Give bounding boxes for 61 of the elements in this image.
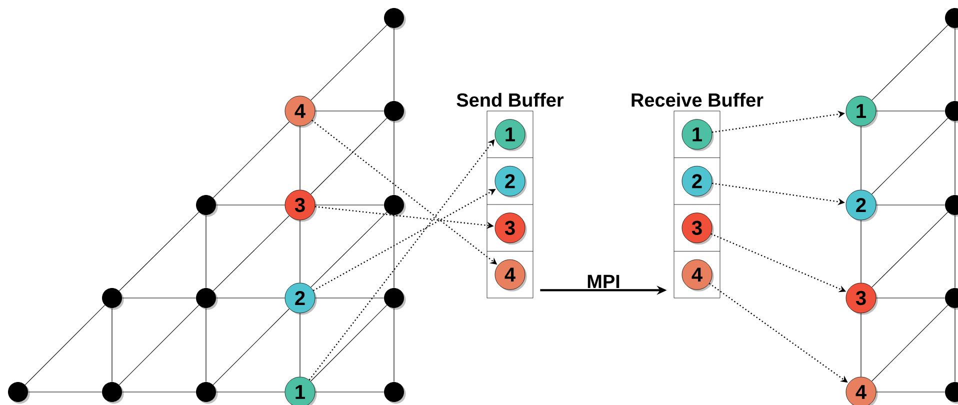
mesh-line (876, 204, 946, 206)
mesh-line (310, 24, 388, 101)
mesh-vertex (945, 101, 958, 123)
buffer-entry: 1 (682, 119, 714, 152)
mesh-line (216, 204, 286, 206)
mesh-line (954, 28, 956, 102)
mesh-line (24, 304, 106, 386)
mesh-line (954, 120, 956, 196)
mesh-line (872, 24, 948, 101)
mesh-vertex (102, 288, 124, 310)
mesh-vertex (945, 288, 958, 310)
mesh-line (860, 220, 862, 284)
mesh-vertex (384, 195, 406, 217)
buffer-heading: Receive Buffer (632, 92, 764, 107)
mesh-line (871, 304, 948, 382)
mesh-vertex (384, 288, 406, 310)
mesh-vertex (102, 382, 124, 404)
buffer-entry: 4 (494, 259, 527, 292)
mesh-line (212, 121, 290, 198)
buffer-entry: 3 (682, 212, 714, 245)
mesh-line (314, 110, 384, 112)
numbered-vertex: 4 (846, 376, 878, 405)
buffer-entry: 2 (494, 166, 527, 198)
mesh-vertex (384, 382, 406, 404)
mesh-line (118, 304, 200, 386)
buffer-heading: Send Buffer (456, 92, 564, 107)
mesh-line (871, 118, 948, 195)
numbered-vertex: 1 (846, 96, 878, 128)
mesh-vertex (384, 101, 406, 123)
mesh-line (310, 118, 388, 195)
mesh-line (876, 110, 946, 112)
mesh-vertex (384, 8, 406, 30)
numbered-vertex: 3 (284, 190, 317, 222)
numbered-vertex: 3 (846, 282, 878, 315)
numbered-vertex: 2 (846, 190, 878, 222)
mesh-line (860, 312, 862, 378)
numbered-vertex: 2 (284, 282, 317, 315)
mesh-vertex (945, 382, 958, 404)
mesh-line (954, 214, 956, 288)
buffer-entry: 1 (494, 119, 527, 152)
mesh-line (314, 204, 384, 206)
mesh-vertex (196, 382, 218, 404)
buffer-entry: 2 (682, 166, 714, 198)
mesh-vertex (945, 8, 958, 30)
mesh-line (212, 308, 290, 386)
numbered-vertex: 1 (284, 376, 317, 405)
buffer-entry: 4 (682, 259, 714, 292)
numbered-vertex: 4 (284, 96, 317, 128)
mesh-line (118, 212, 200, 292)
mesh-line (954, 308, 956, 382)
mesh-vertex (8, 382, 30, 404)
mesh-vertex (196, 288, 218, 310)
mesh-line (310, 304, 388, 382)
mesh-vertex (945, 195, 958, 217)
mesh-vertex (196, 195, 218, 217)
edge-label: MPI (586, 274, 622, 289)
mesh-line (310, 212, 388, 288)
mesh-line (860, 126, 862, 190)
mesh-line (212, 215, 290, 292)
mesh-line (872, 212, 948, 288)
buffer-entry: 3 (494, 212, 527, 245)
